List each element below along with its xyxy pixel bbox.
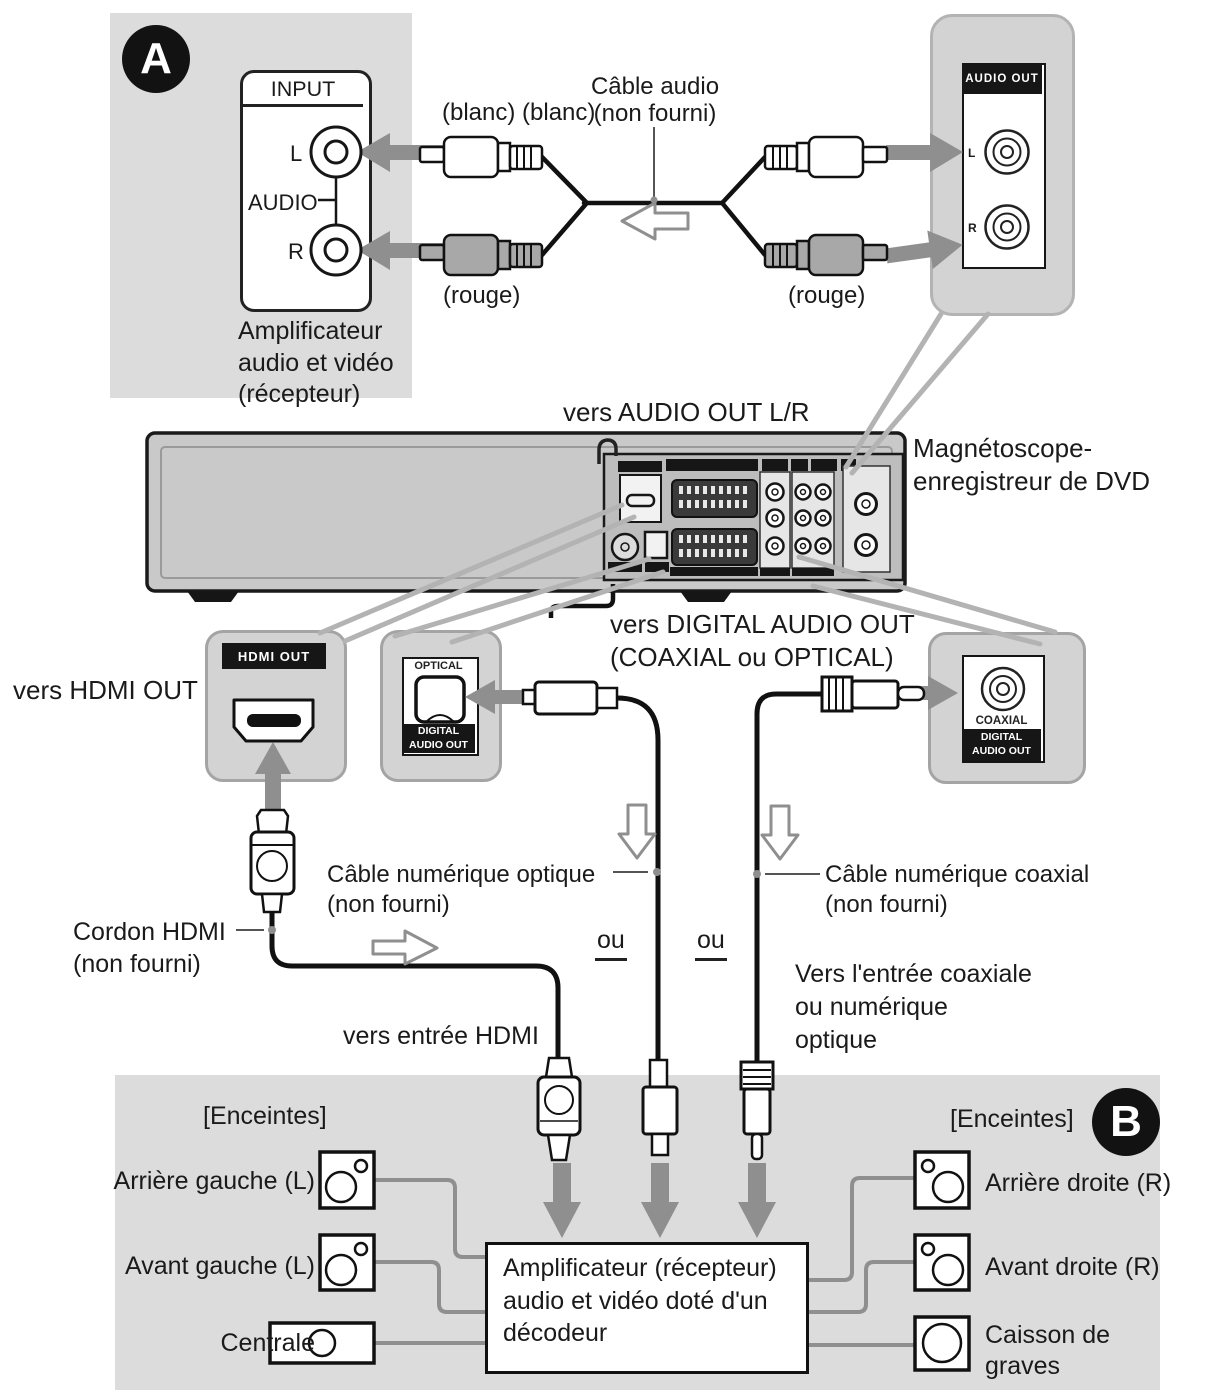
audio-cable-graphic — [357, 127, 963, 277]
speakers-label-left: [Enceintes] — [203, 1102, 327, 1130]
speaker-front-right-label: Avant droite (R) — [985, 1253, 1160, 1281]
optical-cable-label: Câble numérique optique (non fourni) — [327, 861, 596, 919]
speakers-label-right: [Enceintes] — [950, 1105, 1074, 1133]
speaker-front-left-icon — [318, 1233, 376, 1292]
or-label-2: ou — [695, 925, 727, 961]
audio-out-jack-l-label: L — [968, 146, 976, 160]
cable-audio-label: Câble audio — [590, 73, 720, 100]
coaxial-jack-icon — [980, 666, 1026, 712]
speaker-rear-right-label: Arrière droite (R) — [985, 1169, 1172, 1197]
input-box-title: INPUT — [270, 77, 336, 101]
blanc-labels: (blanc) (blanc) — [442, 99, 596, 126]
jack-r-label: R — [288, 239, 304, 264]
digital-audio-heading: vers DIGITAL AUDIO OUT (COAXIAL ou OPTIC… — [610, 609, 915, 672]
amplifier-caption-a: Amplificateur audio et vidéo (récepteur) — [238, 317, 394, 408]
to-coax-or-optical-label: Vers l'entrée coaxiale ou numérique opti… — [795, 960, 1032, 1054]
amplifier-box — [485, 1242, 809, 1374]
arrow-left-white-icon — [357, 133, 452, 172]
cable-hook-icon — [597, 438, 618, 464]
audio-out-jacks-icon — [984, 129, 1030, 250]
audio-label: AUDIO — [248, 190, 318, 215]
hdmi-cord-line — [269, 912, 561, 1058]
optical-port-icon — [414, 675, 466, 724]
optical-assembly-graphic — [414, 675, 679, 1157]
signal-direction-down-coaxial-icon — [760, 804, 800, 861]
arrow-right-red-icon — [885, 230, 963, 270]
speaker-subwoofer-icon — [913, 1315, 971, 1372]
arrow-down-hdmi-icon — [543, 1163, 581, 1238]
arrow-into-coaxial-icon — [901, 676, 958, 710]
hdmi-assembly-graphic — [232, 698, 582, 1162]
coaxial-band: DIGITAL AUDIO OUT — [962, 729, 1041, 761]
section-b-graphic — [268, 1150, 971, 1372]
to-hdmi-out-label: vers HDMI OUT — [13, 675, 198, 705]
rear-optical-icon — [643, 530, 669, 560]
to-audio-out-label: vers AUDIO OUT L/R — [563, 397, 810, 427]
arrow-right-white-icon — [886, 133, 963, 172]
rear-svideo-icon — [610, 532, 640, 562]
rouge-label-left: (rouge) — [443, 282, 521, 309]
coaxial-cable-line — [754, 691, 822, 1062]
audio-out-title-label: AUDIO OUT — [965, 72, 1039, 85]
arrow-left-red-icon — [357, 231, 452, 270]
coaxial-assembly-graphic — [739, 666, 1026, 1161]
coaxial-cable-label: Câble numérique coaxial (non fourni) — [825, 861, 1090, 919]
cable-audio-not-supplied: (non fourni) — [593, 100, 717, 127]
arrow-down-optical-icon — [641, 1163, 679, 1238]
audio-out-title: AUDIO OUT — [962, 63, 1042, 94]
speaker-front-right-icon — [913, 1233, 971, 1292]
amplifier-label: Amplificateur (récepteur) audio et vidéo… — [503, 1254, 777, 1347]
arrow-up-icon — [255, 742, 291, 809]
badge-a: A — [122, 25, 190, 93]
audio-out-jack-r-label: R — [968, 221, 977, 235]
hdmi-cord-label: Cordon HDMI (non fourni) — [73, 918, 226, 978]
hdmi-connector-bottom-icon — [536, 1056, 582, 1162]
coaxial-title: COAXIAL — [975, 715, 1028, 727]
signal-direction-down-optical-icon — [617, 803, 657, 860]
callout-lines — [317, 311, 1058, 647]
input-jacks-icon — [309, 125, 363, 277]
speaker-rear-right-icon — [913, 1150, 971, 1210]
rear-hdmi-port-icon — [618, 461, 662, 523]
hdmi-out-title: HDMI OUT — [222, 643, 326, 669]
hdmi-out-title-label: HDMI OUT — [237, 648, 311, 664]
speaker-rear-left-label: Arrière gauche (L) — [113, 1167, 315, 1195]
speaker-subwoofer-label: Caisson de graves — [985, 1321, 1111, 1380]
jack-l-label: L — [290, 141, 303, 166]
dvd-recorder-graphic — [145, 431, 907, 618]
rear-rca-jacks-icon — [759, 465, 891, 576]
rca-plug-red-right-icon — [763, 233, 889, 277]
coaxial-plug-icon — [820, 675, 926, 713]
rca-plug-white-left-icon — [418, 135, 544, 179]
scart-connectors-icon — [670, 479, 758, 576]
badge-b-label: B — [1110, 1097, 1142, 1146]
or-label-1: ou — [595, 925, 627, 961]
optical-cable-line — [616, 695, 661, 1060]
optical-plug-icon — [521, 680, 619, 716]
signal-direction-left-icon — [620, 201, 690, 241]
speaker-center-label: Centrale — [220, 1329, 316, 1357]
optical-band: DIGITAL AUDIO OUT — [402, 724, 475, 753]
optical-title: OPTICAL — [414, 660, 463, 672]
arrow-into-optical-icon — [465, 680, 523, 714]
signal-direction-right-icon — [371, 929, 439, 966]
rca-plug-white-right-icon — [763, 135, 889, 179]
arrow-down-coaxial-icon — [738, 1163, 776, 1238]
badge-a-label: A — [140, 34, 172, 83]
rouge-label-right: (rouge) — [788, 282, 866, 309]
rca-plug-red-left-icon — [418, 233, 544, 277]
speaker-center-icon — [268, 1321, 376, 1365]
to-hdmi-input-label: vers entrée HDMI — [343, 1022, 539, 1050]
speaker-front-left-label: Avant gauche (L) — [125, 1252, 315, 1280]
optical-plug-bottom-icon — [641, 1058, 679, 1157]
coaxial-plug-bottom-icon — [739, 1060, 775, 1161]
recorder-name: Magnétoscope- enregistreur de DVD — [913, 433, 1150, 497]
speaker-rear-left-icon — [318, 1150, 376, 1210]
badge-b: B — [1092, 1088, 1160, 1156]
speaker-wires — [374, 1176, 916, 1347]
hdmi-connector-top-icon — [249, 808, 296, 914]
input-header-divider — [243, 104, 363, 107]
